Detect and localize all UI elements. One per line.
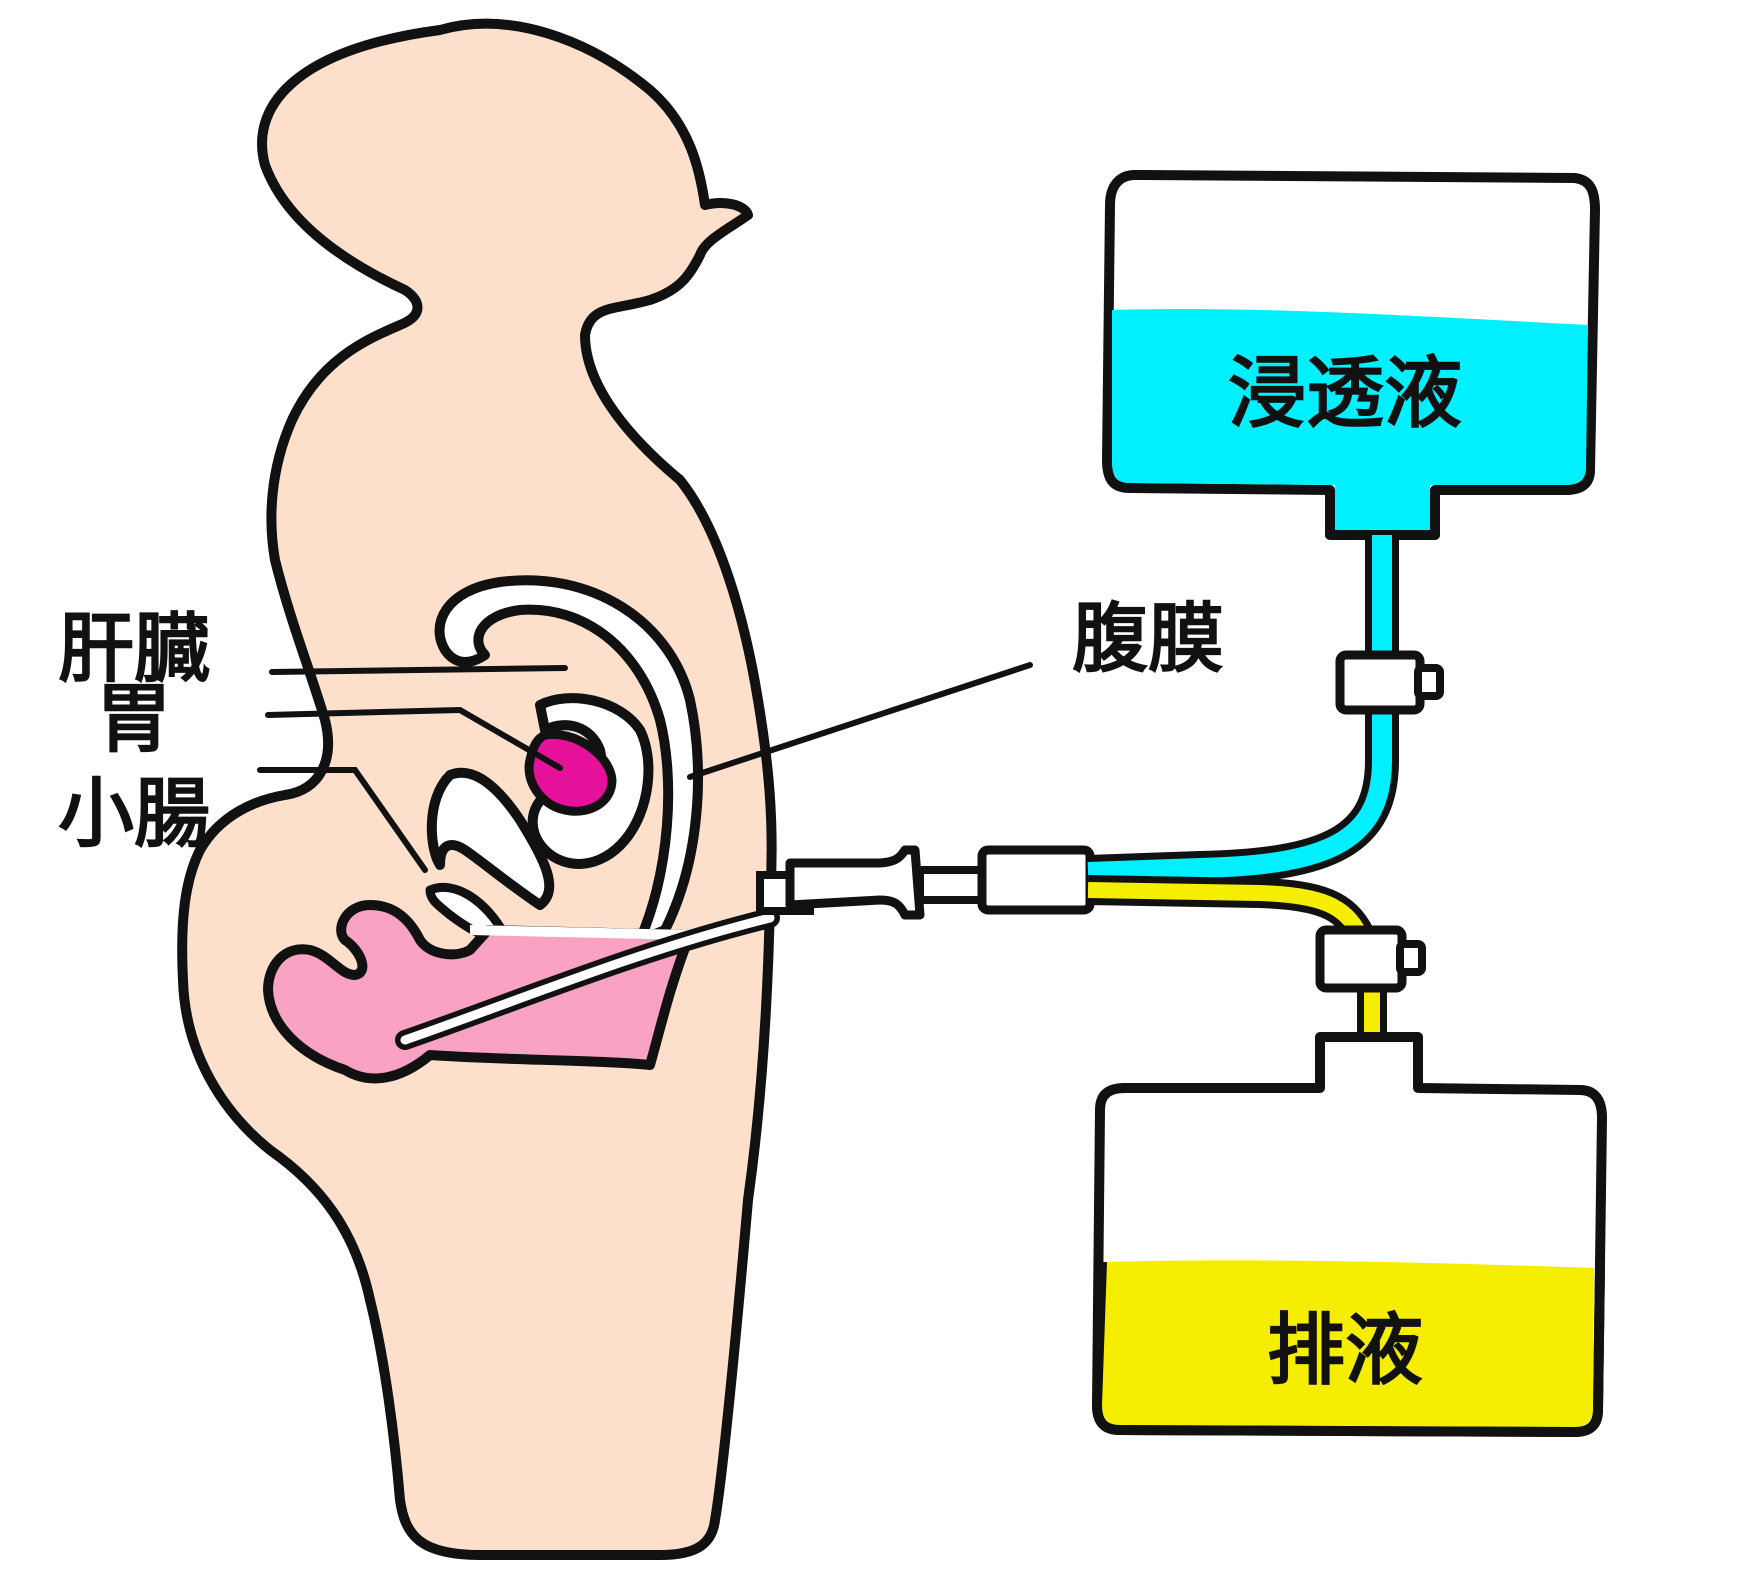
stomach-label: 胃 [96,674,172,763]
small-intestine-label: 小腸 [58,769,210,858]
drainage-fluid [1102,1260,1594,1427]
dialysate-label: 浸透液 [1228,349,1462,439]
pelvic-cap [470,925,690,940]
drainage-line [1087,875,1426,1040]
catheter [395,908,780,1050]
dialysate-line [1087,535,1444,889]
peritoneum-label: 腹膜 [1072,594,1224,683]
liver-label: 肝臓 [58,604,210,693]
connector-adapter [785,845,925,920]
intestine-hollow [426,767,555,910]
dialysate-bag: 浸透液 [1102,170,1600,540]
stomach-leader [265,706,563,771]
drainage-bag: 排液 [1092,1032,1607,1437]
pelvic-cavity [263,900,695,1084]
liver-leader [269,665,568,675]
transfer-set [756,845,1095,920]
leader-lines [257,662,1033,873]
connector-lock [977,845,1095,915]
peritoneum-leader [687,662,1033,780]
small-intestine-leader [257,767,428,873]
dialysate-fluid [1112,309,1588,530]
peritoneum-membrane [434,575,703,945]
dialysate-clamp [1335,650,1425,715]
drainage-clamp [1315,925,1407,993]
drainage-label: 排液 [1267,1306,1423,1396]
catheter-tube-fill [400,913,775,1045]
